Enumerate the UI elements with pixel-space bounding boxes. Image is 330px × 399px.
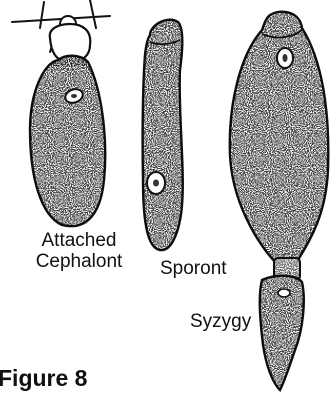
syzygy-label: Syzygy xyxy=(190,311,251,332)
cephalont-label: Attached Cephalont xyxy=(34,230,124,272)
figure-title: Figure 8 xyxy=(0,365,87,392)
cephalont-label-line2: Cephalont xyxy=(34,251,124,272)
syzygy-cells xyxy=(225,5,330,394)
cephalont-label-line1: Attached xyxy=(34,230,124,251)
sporont-cell xyxy=(135,10,195,260)
sporont-label: Sporont xyxy=(160,258,227,279)
cephalont-cell xyxy=(12,0,120,235)
